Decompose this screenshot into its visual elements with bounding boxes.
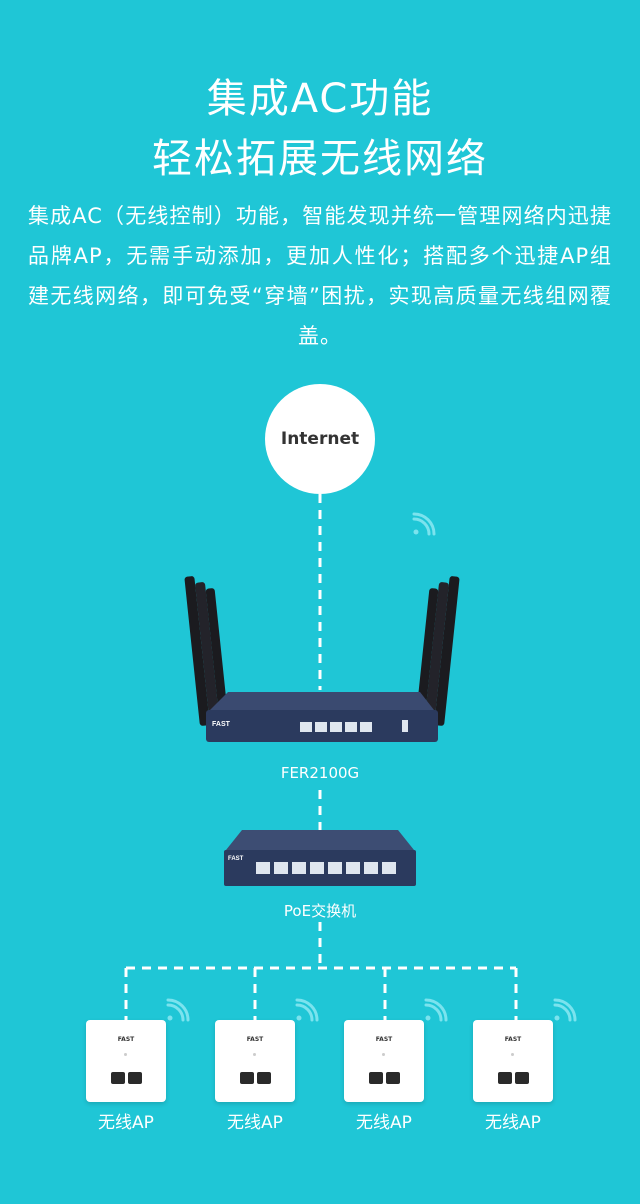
ap-wifi-icon: [295, 998, 319, 1022]
router-label: FER2100G: [280, 764, 360, 782]
router-wifi-icon: [412, 512, 436, 536]
description-text: 集成AC（无线控制）功能，智能发现并统一管理网络内迅捷品牌AP，无需手动添加，更…: [28, 204, 612, 348]
ap-led: [511, 1053, 514, 1056]
wireless-ap-device: FAST: [344, 1020, 424, 1102]
ap-port: [257, 1072, 271, 1084]
switch-brand: FAST: [228, 856, 244, 862]
ap-port: [386, 1072, 400, 1084]
ap-brand: FAST: [375, 1036, 393, 1043]
wireless-ap-device: FAST: [215, 1020, 295, 1102]
router-brand: FAST: [212, 721, 231, 728]
internet-node: Internet: [265, 384, 375, 494]
ap-led: [124, 1053, 127, 1056]
ap-led: [253, 1053, 256, 1056]
switch-label: PoE交换机: [283, 902, 357, 920]
ap-label: 无线AP: [227, 1113, 283, 1133]
ap-port: [128, 1072, 142, 1084]
ap-wifi-icon: [166, 998, 190, 1022]
wireless-ap-device: FAST: [86, 1020, 166, 1102]
ap-label: 无线AP: [98, 1113, 154, 1133]
poe-switch-device: FAST: [224, 830, 416, 886]
ap-port: [515, 1072, 529, 1084]
heading-line-2: 轻松拓展无线网络: [152, 136, 488, 182]
internet-label: Internet: [280, 429, 360, 449]
router-device: FAST: [184, 576, 460, 742]
ap-port: [369, 1072, 383, 1084]
ap-brand: FAST: [504, 1036, 522, 1043]
ap-wifi-icon: [553, 998, 577, 1022]
ap-port: [240, 1072, 254, 1084]
ap-brand: FAST: [246, 1036, 264, 1043]
ap-port: [498, 1072, 512, 1084]
ap-led: [382, 1053, 385, 1056]
ap-port: [111, 1072, 125, 1084]
wireless-ap-device: FAST: [473, 1020, 553, 1102]
ap-label: 无线AP: [356, 1113, 412, 1133]
ap-label: 无线AP: [485, 1113, 541, 1133]
heading-line-1: 集成AC功能: [206, 76, 434, 122]
ap-brand: FAST: [117, 1036, 135, 1043]
ap-wifi-icon: [424, 998, 448, 1022]
